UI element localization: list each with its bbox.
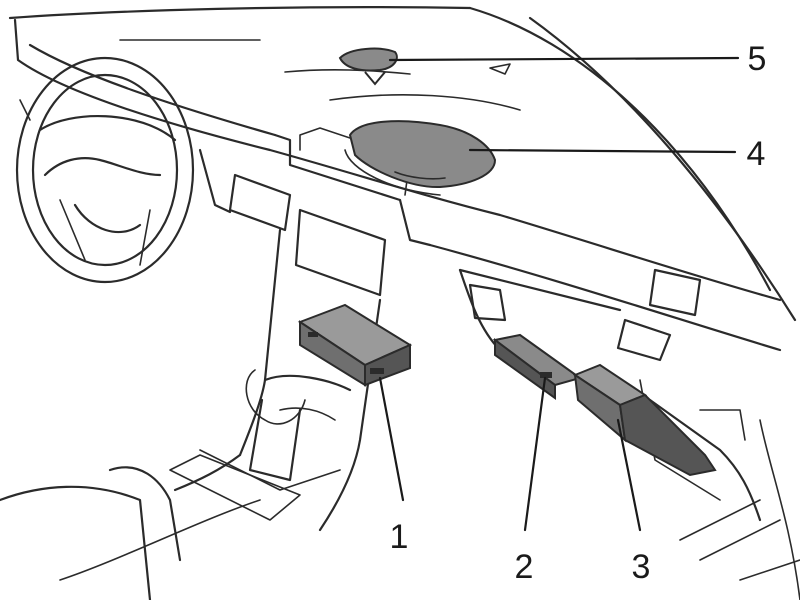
component-4-module <box>344 120 497 196</box>
component-2-module <box>492 333 583 400</box>
leader-line-2 <box>523 376 547 532</box>
leader-lines <box>378 56 740 532</box>
callout-label-2: 2 <box>515 548 534 586</box>
component-5-sensor <box>338 47 398 86</box>
center-vents <box>198 148 387 297</box>
glovebox-area <box>458 268 800 600</box>
callout-label-5: 5 <box>748 40 767 78</box>
leader-line-5 <box>388 56 740 62</box>
steering-wheel <box>15 56 195 284</box>
center-console <box>0 228 382 600</box>
callout-labels: 1 2 3 4 5 <box>390 40 767 586</box>
component-1-module <box>297 303 413 387</box>
leader-line-4 <box>468 148 737 154</box>
callout-label-4: 4 <box>747 135 766 173</box>
leader-line-3 <box>616 418 642 532</box>
leader-line-1 <box>378 376 405 502</box>
component-3-module <box>572 363 717 477</box>
callout-label-3: 3 <box>632 548 651 586</box>
callout-label-1: 1 <box>390 518 409 556</box>
dashboard-outline <box>13 18 782 352</box>
